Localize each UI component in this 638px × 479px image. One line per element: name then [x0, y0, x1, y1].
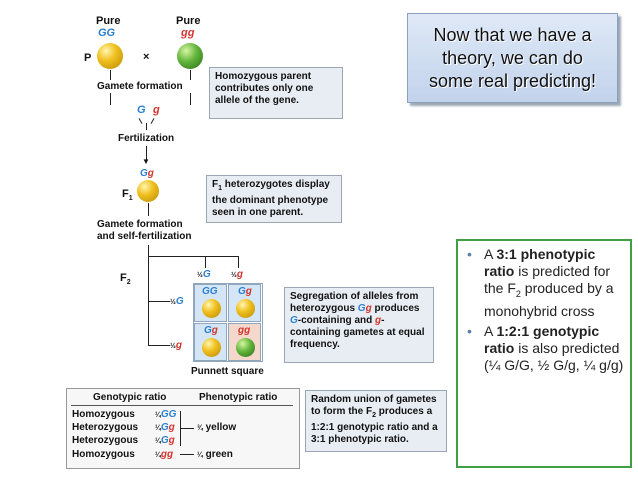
fertilization-label: Fertilization — [118, 133, 175, 144]
connector-line — [238, 256, 239, 268]
ratio-frac: ¼Gg — [155, 435, 175, 446]
yellow-pea-f1 — [137, 180, 159, 202]
ratio-row: Homozygous — [72, 409, 135, 420]
bullet-box: • A 3:1 phenotypic ratio is predicted fo… — [456, 239, 632, 468]
ratio-frac: ¼gg — [155, 449, 174, 460]
connector-line — [148, 245, 149, 345]
f2-label: F2 — [120, 272, 131, 287]
gamete-formation-2b: and self-fertilization — [97, 231, 192, 242]
header-genotypic: Genotypic ratio — [93, 392, 167, 403]
punnett-cell: Gg — [228, 284, 261, 322]
callout-line-1: Now that we have a — [433, 25, 592, 45]
note-segregation: Segregation of alleles from heterozygous… — [284, 287, 434, 363]
callout-line-2: theory, we can do — [442, 48, 583, 68]
punnett-square-label: Punnett square — [191, 366, 264, 377]
p-generation-label: P — [84, 52, 92, 64]
bracket-green — [180, 454, 194, 455]
punnett-square: GG Gg Gg gg — [193, 283, 263, 362]
gamete-g: g — [153, 104, 160, 116]
phenotype-green: ¼ green — [197, 449, 233, 460]
header-phenotypic: Phenotypic ratio — [199, 392, 278, 403]
punnett-row-1: ½G — [170, 296, 184, 307]
ratio-row: Heterozygous — [72, 422, 139, 433]
gamete-formation-2a: Gamete formation — [97, 219, 183, 230]
ratio-row: Homozygous — [72, 449, 135, 460]
connector-line — [190, 93, 191, 105]
connector-line — [148, 345, 170, 346]
f1-genotype: Gg — [140, 168, 154, 179]
note-random-union: Random union of gametes to form the F2 p… — [305, 390, 447, 452]
connector-line — [150, 118, 155, 124]
punnett-col-1: ½G — [197, 269, 211, 280]
bullet-item-1: • A 3:1 phenotypic ratio is predicted fo… — [467, 246, 614, 319]
callout-box: Now that we have a theory, we can do som… — [407, 13, 618, 103]
note-homozygous: Homozygous parent contributes only one a… — [209, 67, 343, 119]
connector-line — [110, 70, 111, 80]
gamete-formation-label: Gamete formation — [97, 81, 183, 92]
pure-right-genotype: gg — [181, 27, 195, 39]
note-f1: F1 heterozygotes display the dominant ph… — [206, 175, 342, 223]
connector-line — [110, 93, 111, 105]
connector-line — [148, 203, 149, 216]
pure-left-label: Pure — [96, 15, 121, 27]
yellow-pea-parent — [97, 43, 123, 69]
callout-line-3: some real predicting! — [428, 71, 597, 91]
connector-line — [205, 256, 206, 268]
connector-line — [148, 256, 238, 257]
ratio-frac: ¼Gg — [155, 422, 175, 433]
punnett-col-2: ½g — [231, 269, 243, 280]
connector-line — [190, 70, 191, 80]
bullet-icon: • — [467, 246, 472, 262]
punnett-cell: gg — [228, 323, 261, 361]
ratio-frac: ¼GG — [155, 409, 177, 420]
ratio-table: Genotypic ratio Phenotypic ratio Homozyg… — [66, 388, 300, 469]
connector-line — [146, 146, 147, 162]
connector-line — [146, 123, 147, 130]
pure-right-label: Pure — [176, 15, 201, 27]
arrow-down-icon: ▼ — [142, 157, 150, 166]
cross-symbol: × — [143, 51, 150, 63]
f1-label: F1 — [122, 188, 133, 203]
bullet-icon: • — [467, 322, 472, 339]
pure-left-genotype: GG — [98, 27, 116, 39]
punnett-row-2: ½g — [170, 340, 182, 351]
bullet-item-2: • A 1:2:1 genotypic ratio is also predic… — [467, 322, 624, 373]
punnett-cell: GG — [194, 284, 227, 322]
ratio-row: Heterozygous — [72, 435, 139, 446]
punnett-cell: Gg — [194, 323, 227, 361]
gamete-G: G — [137, 104, 146, 116]
green-pea-parent — [177, 43, 203, 69]
bracket-yellow — [180, 428, 194, 429]
phenotype-yellow: ¾ yellow — [197, 422, 237, 433]
connector-line — [138, 118, 143, 124]
connector-line — [148, 301, 170, 302]
